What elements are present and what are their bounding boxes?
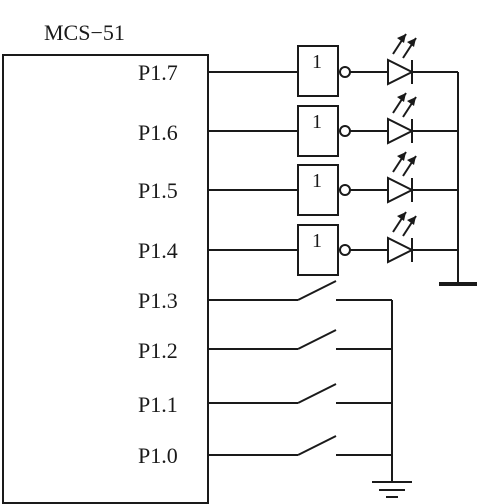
output-channel-p17: 1 <box>208 33 458 97</box>
pin-label-p12: P1.2 <box>138 338 178 363</box>
led-p17 <box>387 58 415 86</box>
switch-ground-icon <box>372 481 412 498</box>
inversion-bubble-p16 <box>339 125 351 137</box>
pin-label-p15: P1.5 <box>138 178 178 203</box>
input-switch-p13 <box>208 280 392 301</box>
inversion-bubble-p17 <box>339 66 351 78</box>
input-switch-p10 <box>208 435 392 456</box>
light-emission-icon-p17 <box>392 33 417 59</box>
gate-symbol-p16: 1 <box>312 111 322 133</box>
output-channel-p15: 1 <box>208 151 458 216</box>
pin-label-p14: P1.4 <box>138 238 178 263</box>
pin-label-p17: P1.7 <box>138 60 178 85</box>
gate-symbol-p14: 1 <box>312 230 322 252</box>
pin-label-p13: P1.3 <box>138 288 178 313</box>
led-p14 <box>387 236 415 264</box>
inversion-bubble-p14 <box>339 244 351 256</box>
input-switch-p11 <box>208 383 392 404</box>
light-emission-icon-p14 <box>392 211 417 237</box>
inverter-gate-p16 <box>297 105 339 157</box>
inverter-gate-p17 <box>297 45 339 97</box>
led-p16 <box>387 117 415 145</box>
switch-blade-p13 <box>297 280 337 301</box>
gate-symbol-p15: 1 <box>312 170 322 192</box>
switch-blade-p12 <box>297 329 337 350</box>
chip-title: MCS−51 <box>44 20 125 45</box>
output-channel-p16: 1 <box>208 92 458 157</box>
inverter-gate-p14 <box>297 224 339 276</box>
inversion-bubble-p15 <box>339 184 351 196</box>
mcs51-chip-body <box>2 54 209 504</box>
led-p15 <box>387 176 415 204</box>
pin-label-p11: P1.1 <box>138 392 178 417</box>
pin-label-p16: P1.6 <box>138 120 178 145</box>
switch-blade-p10 <box>297 435 337 456</box>
input-switch-p12 <box>208 329 392 350</box>
output-channel-p14: 1 <box>208 211 458 276</box>
light-emission-icon-p16 <box>392 92 417 118</box>
gate-symbol-p17: 1 <box>312 51 322 73</box>
inverter-gate-p15 <box>297 164 339 216</box>
light-emission-icon-p15 <box>392 151 417 177</box>
pin-label-p10: P1.0 <box>138 443 178 468</box>
switch-blade-p11 <box>297 383 337 404</box>
